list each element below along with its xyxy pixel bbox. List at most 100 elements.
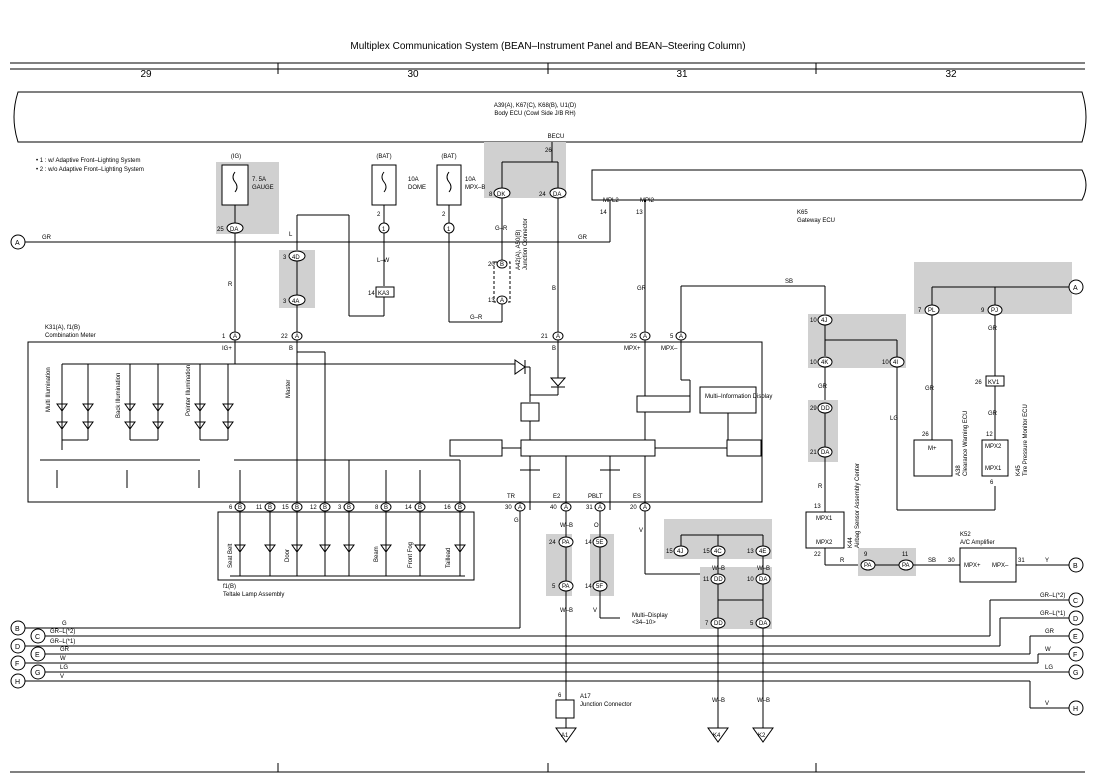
svg-text:PA: PA <box>864 563 872 569</box>
body-ecu-desc: Body ECU (Cowl Side J/B RH) <box>494 111 575 117</box>
svg-text:4K: 4K <box>821 360 828 366</box>
svg-text:MPX+: MPX+ <box>624 346 641 352</box>
svg-text:B: B <box>552 286 556 292</box>
svg-text:DK: DK <box>497 192 505 198</box>
svg-text:13: 13 <box>814 504 821 510</box>
svg-text:V: V <box>60 674 64 680</box>
svg-text:C: C <box>35 634 40 641</box>
svg-text:MPX2: MPX2 <box>985 444 1002 450</box>
svg-text:LG: LG <box>1045 665 1053 671</box>
a17-desc: Junction Connector <box>580 702 632 708</box>
svg-text:K2: K2 <box>758 733 766 739</box>
a17-name: A17 <box>580 694 591 700</box>
svg-text:26: 26 <box>975 380 982 386</box>
svg-text:V: V <box>593 608 597 614</box>
svg-text:12: 12 <box>310 505 317 511</box>
clearance-name: A38 <box>956 465 962 476</box>
svg-text:PA: PA <box>562 584 570 590</box>
svg-text:7: 7 <box>918 308 922 314</box>
svg-text:W–B: W–B <box>757 566 770 572</box>
svg-text:3: 3 <box>283 299 287 305</box>
airbag-desc: Airbag Sensor Assembly Center <box>855 463 861 548</box>
svg-text:GR: GR <box>1045 629 1055 635</box>
svg-text:MPX–: MPX– <box>661 346 678 352</box>
svg-text:20: 20 <box>488 262 495 268</box>
svg-text:A: A <box>564 505 568 511</box>
svg-text:B: B <box>500 262 504 268</box>
svg-text:DA: DA <box>759 577 767 583</box>
svg-text:22: 22 <box>814 552 821 558</box>
svg-text:A: A <box>643 334 647 340</box>
svg-text:MPX+: MPX+ <box>964 563 981 569</box>
svg-text:9: 9 <box>864 552 868 558</box>
svg-text:31: 31 <box>586 505 593 511</box>
fuse-source: (BAT) <box>441 154 456 160</box>
svg-text:4J: 4J <box>821 318 827 324</box>
svg-text:29: 29 <box>810 406 817 412</box>
svg-text:G–R: G–R <box>470 315 483 321</box>
svg-text:A1: A1 <box>561 733 569 739</box>
svg-text:8: 8 <box>375 505 379 511</box>
fuse-rating: 10A <box>408 177 419 183</box>
svg-text:LG: LG <box>60 665 68 671</box>
multi-display-ref[interactable]: <34–10> <box>632 620 656 626</box>
svg-text:MPX1: MPX1 <box>816 516 833 522</box>
svg-text:A: A <box>295 334 299 340</box>
svg-text:GR–L(*1): GR–L(*1) <box>50 639 75 645</box>
svg-text:25: 25 <box>217 227 224 233</box>
svg-text:A: A <box>1073 285 1078 292</box>
svg-text:3: 3 <box>283 255 287 261</box>
svg-text:KA3: KA3 <box>378 291 390 297</box>
svg-text:Back Illumination: Back Illumination <box>116 373 122 418</box>
svg-text:14: 14 <box>368 291 375 297</box>
svg-text:13: 13 <box>488 298 495 304</box>
svg-text:H: H <box>15 679 20 686</box>
gateway-mpl2: MPL2 <box>603 198 619 204</box>
ac-name: K52 <box>960 532 971 538</box>
svg-text:Master: Master <box>286 380 292 398</box>
svg-text:W: W <box>60 656 66 662</box>
svg-text:GR: GR <box>42 235 52 241</box>
meter-desc: Combination Meter <box>45 333 96 339</box>
clearance-desc: Clearance Warning ECU <box>963 411 969 476</box>
svg-text:2: 2 <box>377 212 381 218</box>
svg-text:12: 12 <box>986 432 993 438</box>
svg-text:DA: DA <box>821 450 829 456</box>
svg-text:F: F <box>15 661 19 668</box>
svg-text:GR: GR <box>637 286 647 292</box>
note-2: • 2 : w/o Adaptive Front–Lighting System <box>36 167 144 173</box>
fuse-rating: 7. 5A <box>252 177 266 183</box>
svg-text:A: A <box>518 505 522 511</box>
svg-text:5: 5 <box>670 334 674 340</box>
svg-text:E: E <box>35 652 40 659</box>
svg-text:L–W: L–W <box>377 258 390 264</box>
svg-text:B: B <box>1073 563 1078 570</box>
teltale-lamps: Seat Belt Door Beam Front Fog Taillead <box>228 511 466 576</box>
svg-text:7: 7 <box>705 621 709 627</box>
fuse-source: (BAT) <box>376 154 391 160</box>
svg-text:G: G <box>62 621 67 627</box>
svg-text:SB: SB <box>928 558 936 564</box>
svg-text:K4: K4 <box>713 733 721 739</box>
svg-text:Seat Belt: Seat Belt <box>228 543 234 568</box>
svg-text:5: 5 <box>750 621 754 627</box>
svg-text:W–B: W–B <box>757 698 770 704</box>
svg-text:B: B <box>289 346 293 352</box>
multi-display-link[interactable]: Multi–Display <box>632 613 668 619</box>
svg-text:R: R <box>228 282 233 288</box>
svg-text:F: F <box>1073 652 1077 659</box>
svg-text:DD: DD <box>714 621 723 627</box>
svg-text:IG+: IG+ <box>222 346 232 352</box>
svg-text:W–B: W–B <box>712 566 725 572</box>
meter-illumination-group: Multi Illumination Back Illumination Poi… <box>46 364 292 450</box>
column-number: 31 <box>676 69 688 80</box>
svg-text:D: D <box>1073 616 1078 623</box>
svg-text:B: B <box>295 505 299 511</box>
fuse-name: GAUGE <box>252 185 274 191</box>
svg-text:A: A <box>15 240 20 247</box>
becu-label: BECU <box>548 134 565 140</box>
fuse-name: DOME <box>408 185 426 191</box>
svg-text:10: 10 <box>882 360 889 366</box>
svg-text:6: 6 <box>990 480 994 486</box>
svg-text:6: 6 <box>558 693 562 699</box>
